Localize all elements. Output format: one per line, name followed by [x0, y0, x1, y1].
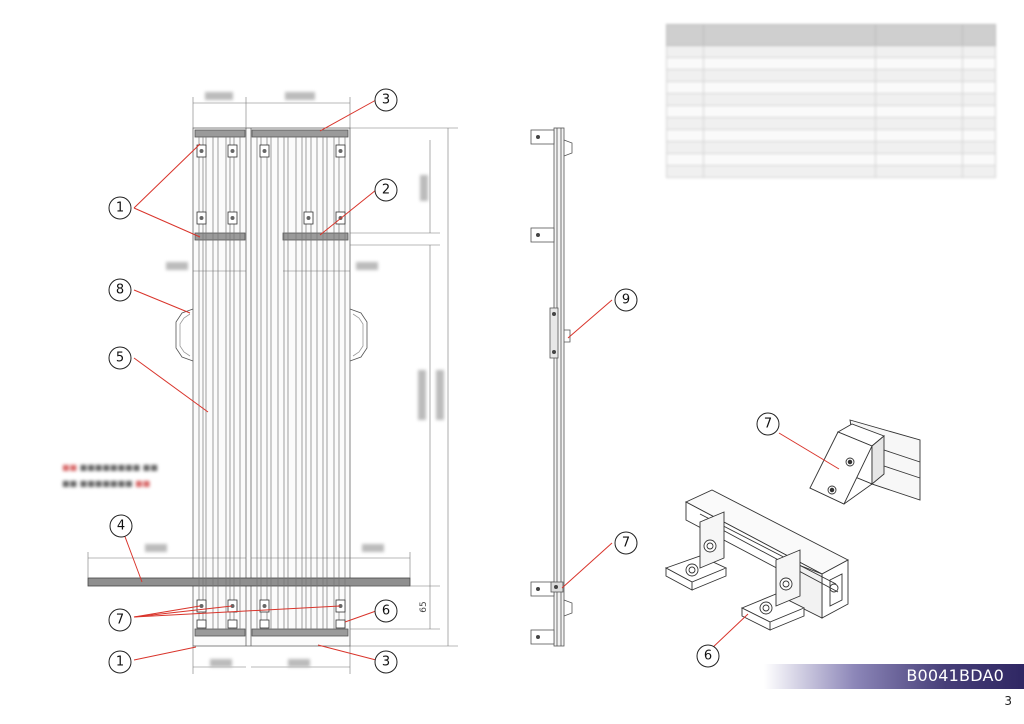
- detail-profile-view: [664, 489, 849, 631]
- parts-list-table: [666, 24, 996, 178]
- note-line: ■■ ■■■■■■■ ■■: [62, 479, 151, 488]
- table-row: [666, 57, 996, 70]
- detail-bracket-view: [809, 419, 921, 505]
- callout-6-detail: 6: [704, 649, 712, 664]
- callout-6-front: 6: [382, 604, 390, 619]
- callout-1-top: 1: [116, 201, 124, 216]
- callout-4: 4: [117, 519, 125, 534]
- callout-1-bottom: 1: [116, 655, 124, 670]
- callout-circles: [108, 88, 780, 674]
- document-code: B0041BDA0: [906, 666, 1004, 685]
- callout-5: 5: [116, 351, 124, 366]
- vertical-profiles: [198, 137, 346, 629]
- blurred-dimension-labels: [145, 92, 444, 667]
- table-row: [666, 105, 996, 118]
- table-row: [666, 117, 996, 130]
- table-row: [666, 153, 996, 166]
- table-row: [666, 141, 996, 154]
- table-row: [666, 165, 996, 178]
- table-row: [666, 129, 996, 142]
- side-view: [530, 127, 573, 647]
- side-view-bolts: [536, 135, 558, 639]
- table-row: [666, 45, 996, 58]
- front-dimensions: [87, 97, 458, 674]
- callout-3-bottom: 3: [382, 655, 390, 670]
- front-view: [87, 127, 411, 647]
- callout-leaders: [120, 99, 840, 661]
- blurred-note: ■■ ■■■■■■■■ ■■ ■■ ■■■■■■■ ■■: [62, 460, 158, 492]
- page-number: 3: [1004, 694, 1012, 708]
- callout-3-top: 3: [382, 93, 390, 108]
- table-row: [666, 81, 996, 94]
- title-band: [764, 664, 1024, 689]
- callout-9-side: 9: [622, 293, 630, 308]
- table-row: [666, 69, 996, 82]
- callout-8: 8: [116, 283, 124, 298]
- callout-2: 2: [382, 183, 390, 198]
- callout-7-side: 7: [622, 536, 630, 551]
- callout-7-detail: 7: [764, 417, 772, 432]
- table-row: [666, 93, 996, 106]
- callout-7-front: 7: [116, 613, 124, 628]
- parts-table-header: [666, 24, 996, 46]
- dimension-65-label: 65: [419, 601, 429, 612]
- note-line: ■■ ■■■■■■■■ ■■: [62, 463, 158, 472]
